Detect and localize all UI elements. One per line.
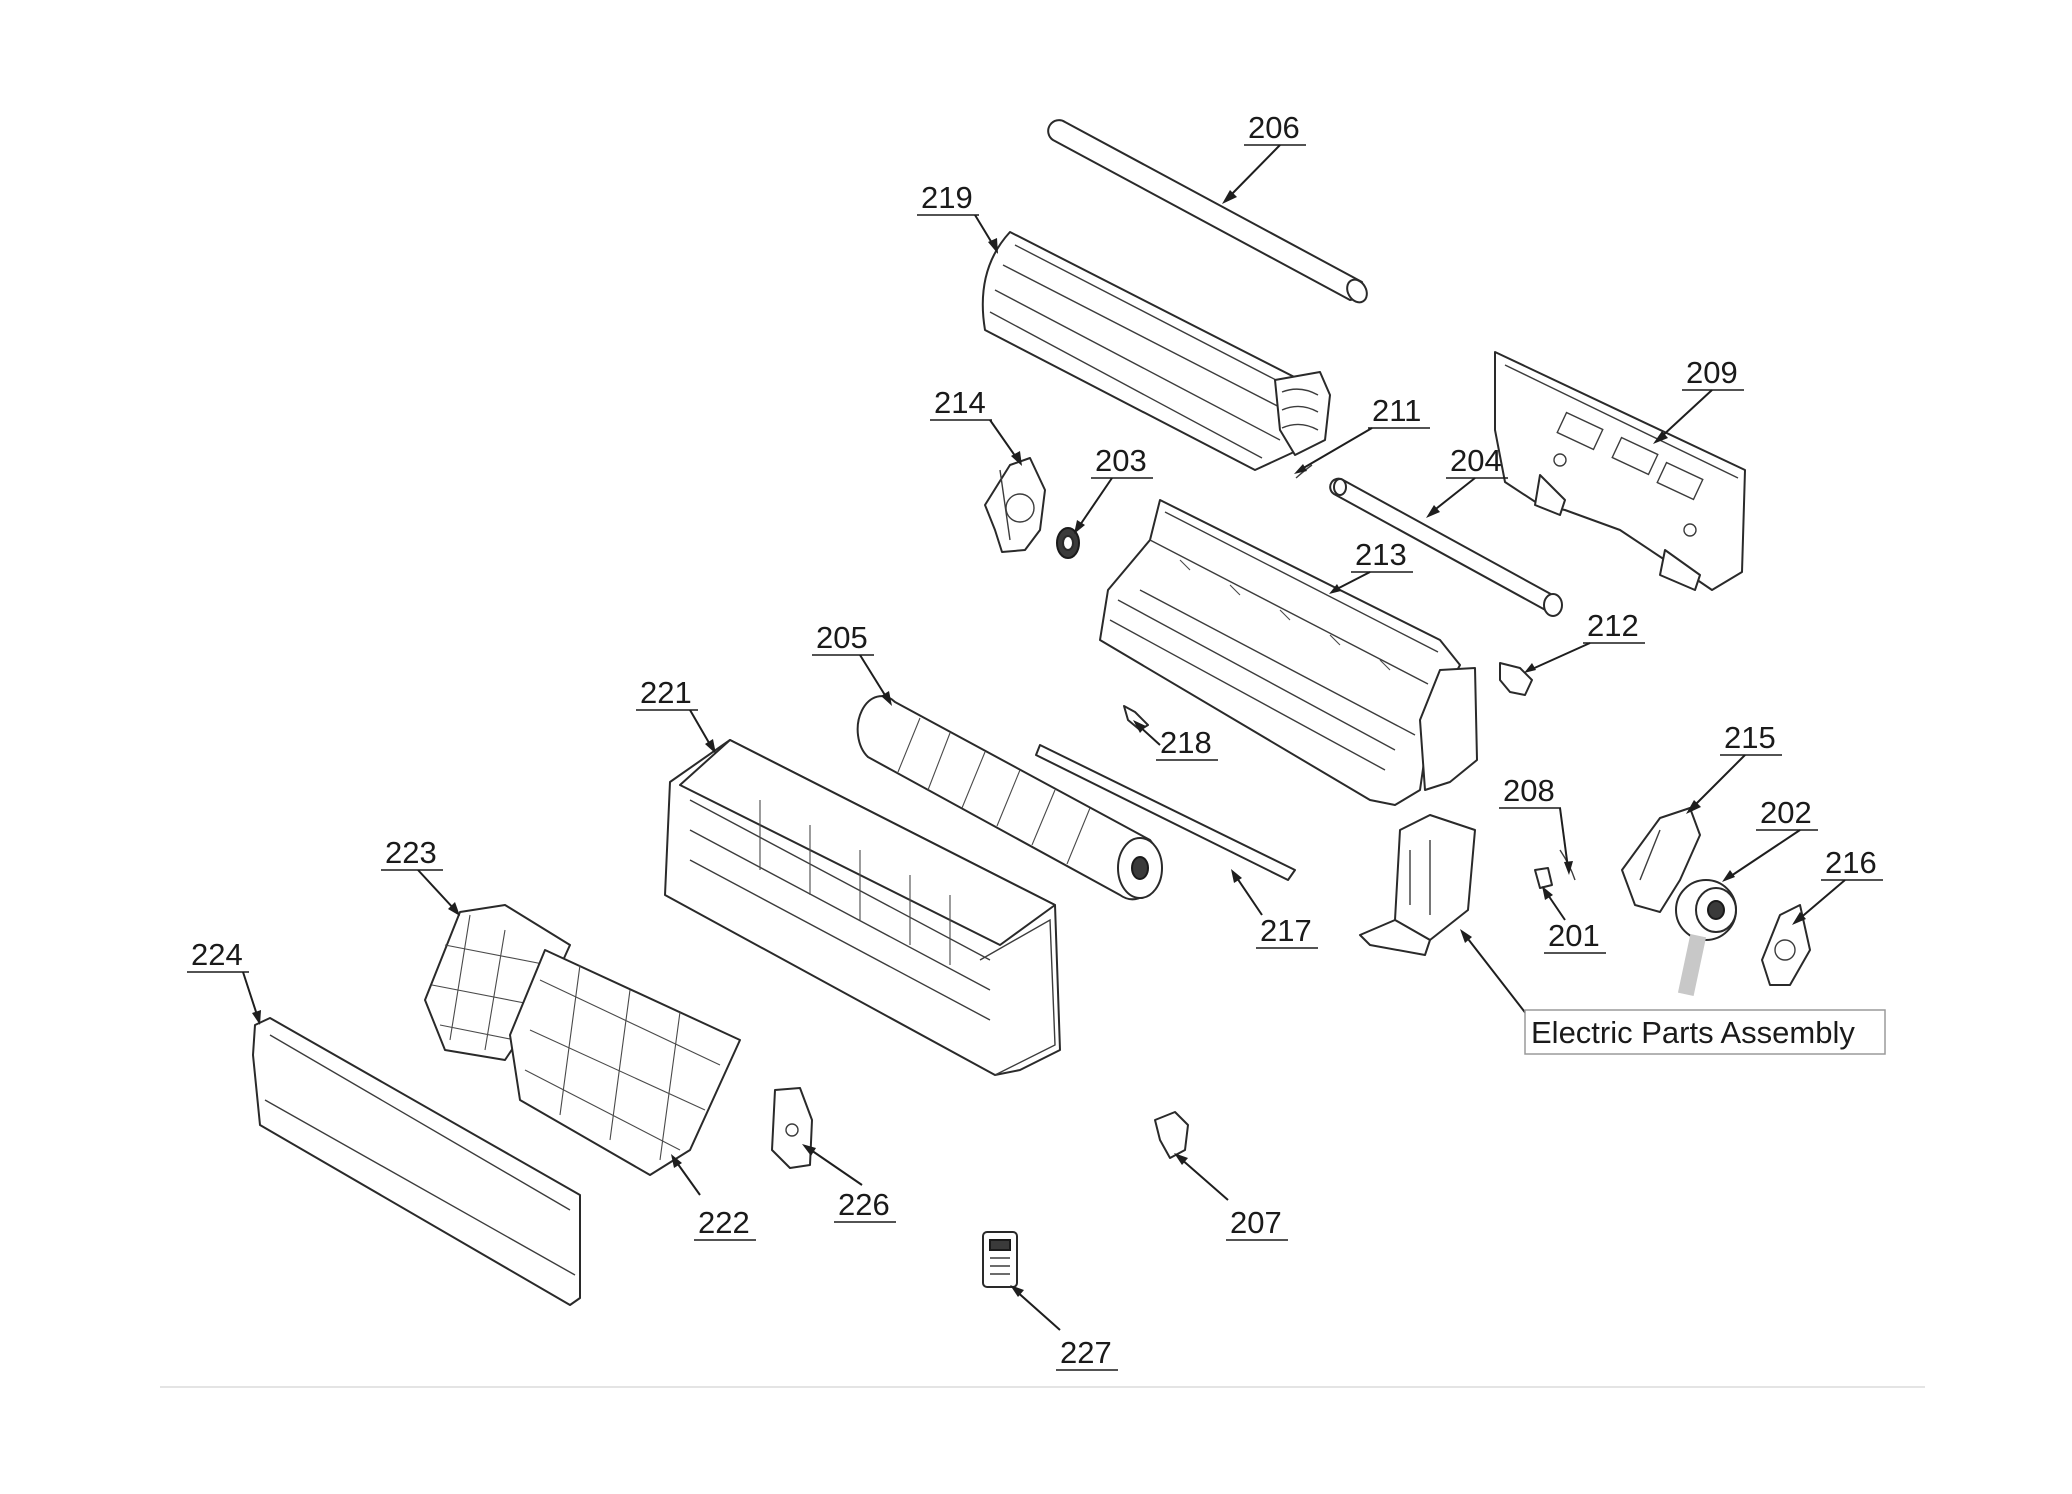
part-216-motor-bracket xyxy=(1761,904,1811,986)
part-electric-box xyxy=(1359,814,1476,956)
callout-209: 209 xyxy=(1682,355,1744,391)
part-227-remote-control xyxy=(982,1231,1018,1288)
callout-211: 211 xyxy=(1368,393,1430,429)
part-212-clip xyxy=(1499,662,1533,696)
callout-226: 226 xyxy=(834,1187,896,1223)
part-205-cross-flow-fan xyxy=(856,695,1163,901)
callout-203: 203 xyxy=(1091,443,1153,479)
part-201-connector xyxy=(1534,867,1553,889)
callout-217: 217 xyxy=(1256,913,1318,949)
callout-205-label: 205 xyxy=(816,620,868,655)
electric-parts-assembly-label: Electric Parts Assembly xyxy=(1531,1015,1855,1050)
part-203-bearing xyxy=(1056,527,1080,559)
part-207-clamp xyxy=(1154,1111,1189,1159)
part-224-front-grille xyxy=(252,1017,581,1306)
part-206-tube xyxy=(1047,119,1368,304)
part-214-bearing-bracket xyxy=(984,457,1046,553)
part-221-front-housing xyxy=(664,739,1061,1076)
callout-204: 204 xyxy=(1446,443,1508,479)
callout-213-label: 213 xyxy=(1355,537,1407,572)
callout-206-label: 206 xyxy=(1248,110,1300,145)
callout-227: 227 xyxy=(1056,1335,1118,1371)
callout-213: 213 xyxy=(1351,537,1413,573)
part-226-side-cover xyxy=(771,1087,813,1169)
electric-parts-assembly-callout: Electric Parts Assembly xyxy=(1524,1009,1886,1055)
callout-202-label: 202 xyxy=(1760,795,1812,830)
callout-204-label: 204 xyxy=(1450,443,1502,478)
part-213-chassis xyxy=(1099,499,1478,806)
callout-221-label: 221 xyxy=(640,675,692,710)
callout-215: 215 xyxy=(1720,720,1782,756)
callout-214-label: 214 xyxy=(934,385,986,420)
callout-201: 201 xyxy=(1544,918,1606,954)
callout-222-label: 222 xyxy=(698,1205,750,1240)
callout-216-label: 216 xyxy=(1825,845,1877,880)
callout-223: 223 xyxy=(381,835,443,871)
callout-202: 202 xyxy=(1756,795,1818,831)
callout-224-label: 224 xyxy=(191,937,243,972)
callout-221: 221 xyxy=(636,675,698,711)
callout-208-label: 208 xyxy=(1503,773,1555,808)
callout-207: 207 xyxy=(1226,1205,1288,1241)
part-209-mounting-plate xyxy=(1494,351,1746,591)
callout-222: 222 xyxy=(694,1205,756,1241)
callout-216: 216 xyxy=(1821,845,1883,881)
callout-206: 206 xyxy=(1244,110,1306,146)
callout-219: 219 xyxy=(917,180,979,216)
callout-224: 224 xyxy=(187,937,249,973)
callout-203-label: 203 xyxy=(1095,443,1147,478)
callout-219-label: 219 xyxy=(921,180,973,215)
callout-227-label: 227 xyxy=(1060,1335,1112,1370)
callout-207-label: 207 xyxy=(1230,1205,1282,1240)
leader-lines xyxy=(242,144,1846,1331)
callout-218-label: 218 xyxy=(1160,725,1212,760)
callout-214: 214 xyxy=(930,385,992,421)
part-217-horizontal-louver xyxy=(1035,744,1296,881)
callout-211-label: 211 xyxy=(1372,393,1421,428)
callout-212: 212 xyxy=(1583,608,1645,644)
part-202-fan-motor xyxy=(1675,879,1737,997)
part-204-drain-hose xyxy=(1329,477,1563,617)
part-215-motor-cover xyxy=(1621,807,1701,913)
callout-209-label: 209 xyxy=(1686,355,1738,390)
callout-226-label: 226 xyxy=(838,1187,890,1222)
callout-205: 205 xyxy=(812,620,874,656)
part-222-air-filter-right xyxy=(509,949,741,1176)
callout-217-label: 217 xyxy=(1260,913,1312,948)
callout-208: 208 xyxy=(1499,773,1561,809)
callout-212-label: 212 xyxy=(1587,608,1639,643)
callout-215-label: 215 xyxy=(1724,720,1776,755)
callout-201-label: 201 xyxy=(1548,918,1600,953)
callout-223-label: 223 xyxy=(385,835,437,870)
part-219-evaporator xyxy=(981,231,1331,471)
callout-218: 218 xyxy=(1156,725,1218,761)
